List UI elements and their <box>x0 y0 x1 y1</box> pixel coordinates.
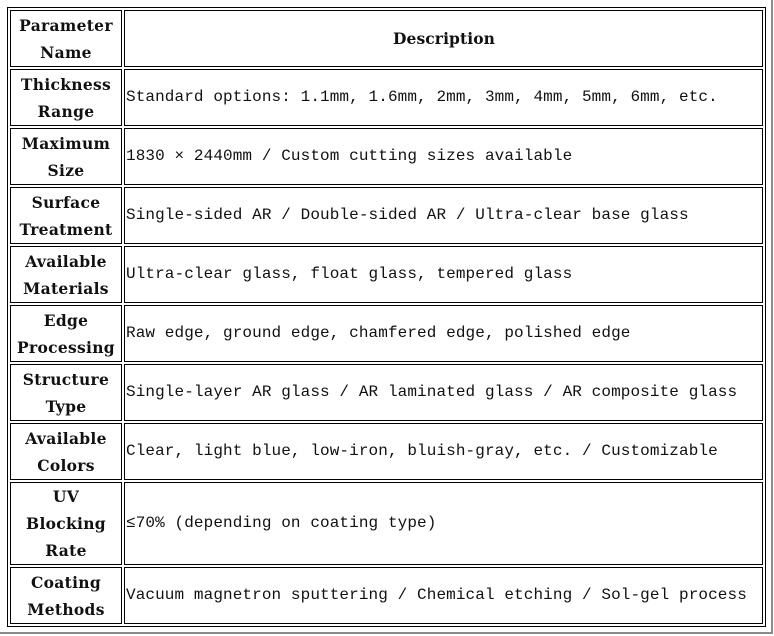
description-cell: Clear, light blue, low-iron, bluish-gray… <box>124 423 763 480</box>
table-row-edge-processing: Edge Processing Raw edge, ground edge, c… <box>10 305 763 362</box>
description-cell: ≤70% (depending on coating type) <box>124 482 763 565</box>
table-header-row: Parameter Name Description <box>10 10 763 67</box>
description-cell: Raw edge, ground edge, chamfered edge, p… <box>124 305 763 362</box>
parameter-name-cell: Maximum Size <box>10 128 122 185</box>
table-row-uv-blocking-rate: UV Blocking Rate ≤70% (depending on coat… <box>10 482 763 565</box>
specification-table: Parameter Name Description Thickness Ran… <box>7 7 766 627</box>
parameter-name-cell: Edge Processing <box>10 305 122 362</box>
table-row-available-colors: Available Colors Clear, light blue, low-… <box>10 423 763 480</box>
parameter-name-cell: UV Blocking Rate <box>10 482 122 565</box>
table-row-structure-type: Structure Type Single-layer AR glass / A… <box>10 364 763 421</box>
parameter-name-cell: Structure Type <box>10 364 122 421</box>
description-cell: Vacuum magnetron sputtering / Chemical e… <box>124 567 763 624</box>
description-cell: 1830 × 2440mm / Custom cutting sizes ava… <box>124 128 763 185</box>
description-cell: Ultra-clear glass, float glass, tempered… <box>124 246 763 303</box>
parameter-name-cell: Coating Methods <box>10 567 122 624</box>
table-row-coating-methods: Coating Methods Vacuum magnetron sputter… <box>10 567 763 624</box>
parameter-name-cell: Thickness Range <box>10 69 122 126</box>
parameter-name-cell: Surface Treatment <box>10 187 122 244</box>
table-row-thickness-range: Thickness Range Standard options: 1.1mm,… <box>10 69 763 126</box>
table-row-available-materials: Available Materials Ultra-clear glass, f… <box>10 246 763 303</box>
header-parameter-name: Parameter Name <box>10 10 122 67</box>
parameter-name-cell: Available Colors <box>10 423 122 480</box>
description-cell: Single-layer AR glass / AR laminated gla… <box>124 364 763 421</box>
header-description: Description <box>124 10 763 67</box>
parameter-name-cell: Available Materials <box>10 246 122 303</box>
description-cell: Single-sided AR / Double-sided AR / Ultr… <box>124 187 763 244</box>
table-row-maximum-size: Maximum Size 1830 × 2440mm / Custom cutt… <box>10 128 763 185</box>
description-cell: Standard options: 1.1mm, 1.6mm, 2mm, 3mm… <box>124 69 763 126</box>
table-row-surface-treatment: Surface Treatment Single-sided AR / Doub… <box>10 187 763 244</box>
